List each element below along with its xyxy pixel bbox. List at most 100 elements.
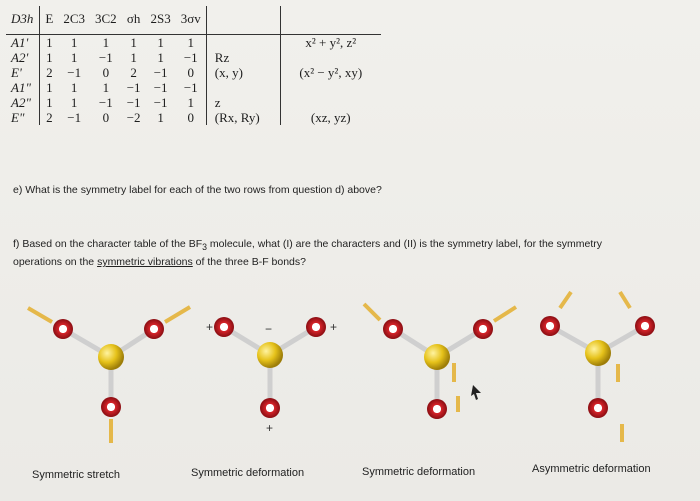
character-cell: 1 <box>46 35 53 50</box>
character-cell: 1 <box>46 80 53 95</box>
question-f-subscript: 3 <box>202 242 207 253</box>
fluorine-atom <box>53 319 73 339</box>
character-cell: −1 <box>126 95 141 110</box>
sign-label: + <box>206 320 213 334</box>
class-header: 2S3 <box>145 6 176 35</box>
character-cell: −1 <box>126 80 141 95</box>
molecule-asymmetric-deformation <box>540 290 655 442</box>
fluorine-atom <box>306 317 326 337</box>
irrep-label: A1' <box>6 34 41 50</box>
character-cell: 1 <box>102 35 110 50</box>
table-row: A1' 1 1 1 1 1 1 x² + y², z² <box>6 34 381 50</box>
sign-label: − <box>265 322 272 336</box>
quadratic-basis-header <box>279 6 381 35</box>
quadratic-basis-cell: x² + y², z² <box>279 34 381 50</box>
arrow-icon <box>362 302 382 322</box>
character-cell: 1 <box>102 80 110 95</box>
caption-symmetric-stretch: Symmetric stretch <box>32 469 121 481</box>
caption-symmetric-deformation-2: Symmetric deformation <box>362 466 476 478</box>
table-row: A1" 1 1 1 −1 −1 −1 <box>6 80 381 95</box>
question-e: e) What is the symmetry label for each o… <box>13 184 382 196</box>
sign-label: + <box>266 421 273 435</box>
irrep-label: A1" <box>6 80 41 95</box>
character-cell: 1 <box>70 50 78 65</box>
character-cell: 0 <box>187 110 195 125</box>
fluorine-atom <box>635 316 655 336</box>
caption-asymmetric-deformation: Asymmetric deformation <box>532 463 651 475</box>
character-cell: 1 <box>70 35 78 50</box>
character-cell: 1 <box>46 95 53 110</box>
irrep-label: E' <box>6 65 41 80</box>
linear-basis-cell: z <box>205 95 281 110</box>
boron-atom <box>424 344 450 370</box>
cursor-icon <box>471 385 481 400</box>
boron-atom <box>98 344 124 370</box>
linear-basis-cell: (x, y) <box>205 65 281 80</box>
boron-atom <box>257 342 283 368</box>
caption-symmetric-deformation-1: Symmetric deformation <box>191 467 305 479</box>
character-cell: −1 <box>153 95 168 110</box>
fluorine-atom <box>588 398 608 418</box>
character-cell: 1 <box>130 35 137 50</box>
character-cell: 1 <box>157 50 164 65</box>
linear-basis-header <box>205 6 281 35</box>
character-cell: 1 <box>187 35 195 50</box>
fluorine-atom <box>427 399 447 419</box>
linear-basis-cell <box>205 34 281 50</box>
fluorine-atom <box>260 398 280 418</box>
point-group-label: D3h <box>6 6 41 35</box>
molecule-symmetric-stretch <box>26 305 192 443</box>
character-cell: −1 <box>67 110 82 125</box>
molecule-symmetric-deformation-2 <box>362 302 518 419</box>
arrow-icon <box>492 305 518 323</box>
linear-basis-cell <box>205 80 281 95</box>
class-header: 3σv <box>175 6 207 35</box>
irrep-label: A2' <box>6 50 41 65</box>
linear-basis-cell: Rz <box>205 50 281 65</box>
table-row: E" 2 −1 0 −2 1 0 (Rx, Ry) (xz, yz) <box>6 110 381 125</box>
character-cell: 1 <box>187 95 195 110</box>
fluorine-atom <box>101 397 121 417</box>
character-cell: −1 <box>98 50 113 65</box>
character-cell: −1 <box>153 80 168 95</box>
character-cell: 2 <box>130 65 137 80</box>
question-f-text: operations on the <box>13 256 98 269</box>
fluorine-atom <box>473 319 493 339</box>
character-cell: −2 <box>126 110 141 125</box>
character-cell: 0 <box>102 65 110 80</box>
character-cell: −1 <box>67 65 82 80</box>
fluorine-atom <box>383 319 403 339</box>
character-cell: −1 <box>98 95 113 110</box>
character-cell: 1 <box>46 50 53 65</box>
table-row: A2' 1 1 −1 1 1 −1 Rz <box>6 50 381 65</box>
arrow-icon <box>558 290 573 310</box>
question-f-underlined: symmetric vibrations <box>97 256 193 269</box>
character-cell: 1 <box>130 50 137 65</box>
boron-atom <box>585 340 611 366</box>
character-cell: 2 <box>46 65 53 80</box>
class-header: 3C2 <box>90 6 122 35</box>
question-f-text: of the three B-F bonds? <box>192 256 306 269</box>
irrep-label: A2" <box>6 95 41 110</box>
arrow-icon <box>618 290 632 310</box>
irrep-label: E" <box>6 110 41 125</box>
quadratic-basis-cell <box>279 95 381 110</box>
vibration-modes-figure: + − + + <box>26 290 655 443</box>
quadratic-basis-cell: (x² − y², xy) <box>279 65 381 80</box>
character-cell: 1 <box>157 110 164 125</box>
character-cell: 0 <box>187 65 195 80</box>
character-cell: 1 <box>157 35 164 50</box>
character-cell: 2 <box>46 110 53 125</box>
arrow-icon <box>163 305 192 324</box>
question-f: f) Based on the character table of the B… <box>13 237 683 270</box>
molecule-symmetric-deformation-1: + − + + <box>206 317 337 435</box>
fluorine-atom <box>214 317 234 337</box>
character-cell: −1 <box>183 50 198 65</box>
linear-basis-cell: (Rx, Ry) <box>205 110 281 125</box>
character-table: D3h E 2C3 3C2 σh 2S3 3σv A1' 1 1 1 1 1 1… <box>6 6 468 148</box>
table-row: E' 2 −1 0 2 −1 0 (x, y) (x² − y², xy) <box>6 65 381 80</box>
question-f-text: molecule, what (I) are the characters an… <box>206 238 603 250</box>
quadratic-basis-cell <box>279 50 381 65</box>
class-header: E <box>39 6 59 35</box>
